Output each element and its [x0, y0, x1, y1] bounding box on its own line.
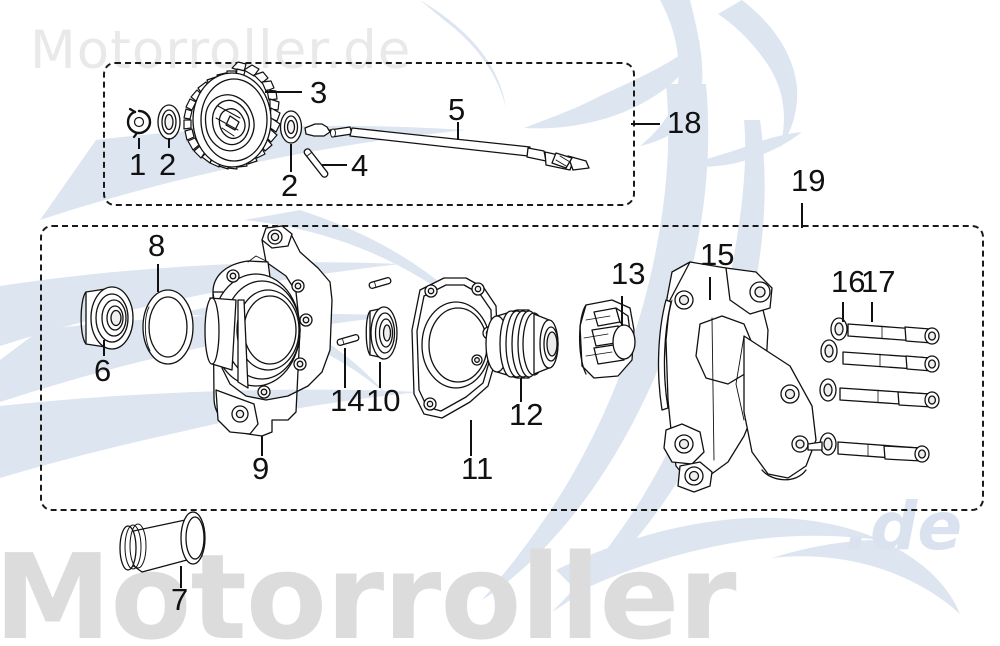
- group-frame-19: [40, 225, 984, 511]
- callout-8: 8: [148, 228, 166, 263]
- watermark-de: .de: [845, 488, 963, 565]
- callout-12: 12: [509, 397, 544, 432]
- callout-7: 7: [171, 582, 189, 617]
- callout-2a: 2: [159, 147, 177, 182]
- callout-14: 14: [330, 383, 365, 418]
- callout-2b: 2: [281, 168, 299, 203]
- group-frame-18: [103, 62, 635, 206]
- callout-19: 19: [791, 163, 826, 198]
- callout-5: 5: [448, 92, 466, 127]
- watermark-top: Motorroller.de: [30, 20, 412, 81]
- callout-17: 17: [861, 264, 896, 299]
- callout-4: 4: [351, 148, 369, 183]
- watermark-bottom: Motorroller: [0, 528, 737, 646]
- callout-1: 1: [129, 147, 147, 182]
- callout-9: 9: [252, 451, 270, 486]
- callout-11: 11: [461, 451, 494, 486]
- callout-10: 10: [366, 383, 401, 418]
- callout-3: 3: [310, 75, 328, 110]
- callout-6: 6: [94, 353, 112, 388]
- callout-18: 18: [667, 105, 702, 140]
- callout-13: 13: [611, 256, 646, 291]
- callout-15: 15: [700, 237, 735, 272]
- callout-16: 16: [831, 264, 866, 299]
